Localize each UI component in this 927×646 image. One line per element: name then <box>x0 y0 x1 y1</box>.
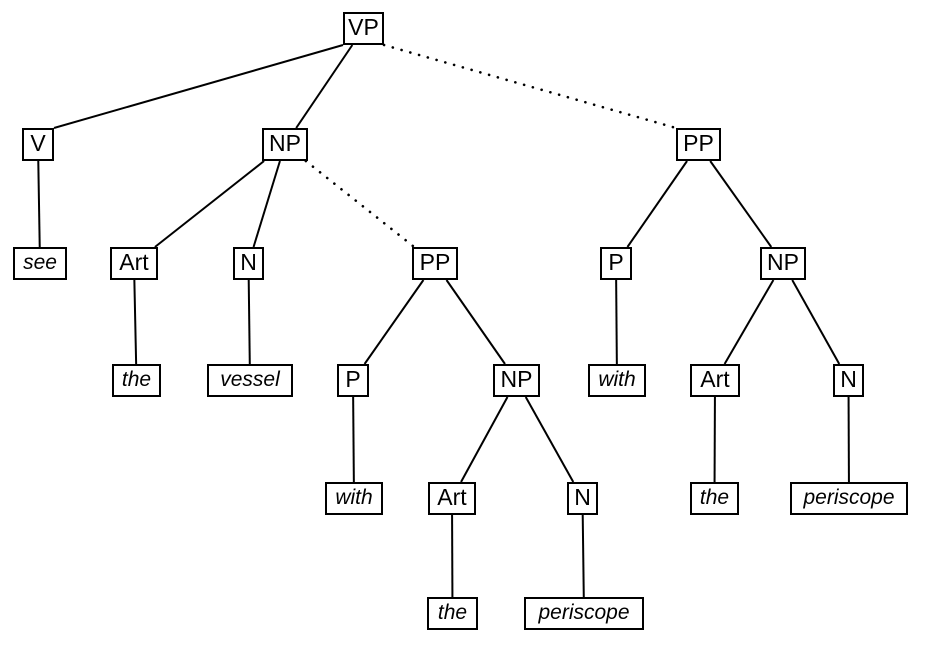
tree-edge-np-mid-n-mid <box>524 396 575 483</box>
node-label: NP <box>500 366 533 392</box>
category-node-pp_right: PP <box>676 128 721 161</box>
tree-edge-np1-art1 <box>154 160 265 248</box>
category-node-v: V <box>22 128 54 161</box>
category-node-art1: Art <box>110 247 158 280</box>
tree-edge-np-right-art <box>723 279 775 365</box>
tree-edge-p-right-with <box>615 279 618 365</box>
category-node-art_mid: Art <box>428 482 476 515</box>
node-label: with <box>598 368 636 391</box>
category-node-vp: VP <box>343 12 384 45</box>
node-label: V <box>30 130 46 156</box>
leaf-node-vessel: vessel <box>207 364 293 397</box>
node-label: VP <box>348 14 379 40</box>
category-node-n_mid: N <box>567 482 598 515</box>
category-node-art_right: Art <box>690 364 740 397</box>
leaf-node-the_r: the <box>690 482 739 515</box>
tree-edge-vp-np1 <box>295 44 354 129</box>
tree-edge-pp-mid-p-mid <box>363 279 425 365</box>
node-label: periscope <box>803 486 895 509</box>
tree-edge-vp-pp-right <box>382 43 678 130</box>
category-node-np1: NP <box>262 128 308 161</box>
category-node-p_right: P <box>600 247 632 280</box>
node-label: N <box>574 484 591 510</box>
leaf-node-with_r: with <box>588 364 646 397</box>
category-node-np_mid: NP <box>493 364 540 397</box>
tree-edge-v-see <box>37 160 41 248</box>
node-label: the <box>699 486 730 509</box>
tree-edge-n-mid-periscope <box>581 514 585 598</box>
node-label: PP <box>419 249 451 275</box>
leaf-node-with_m: with <box>325 482 383 515</box>
node-label: N <box>840 366 857 392</box>
tree-edge-np1-n1 <box>252 160 281 248</box>
node-label: Art <box>437 484 467 510</box>
tree-edge-pp-right-np-right <box>709 160 773 248</box>
leaf-node-the_m: the <box>427 597 478 630</box>
node-label: P <box>608 249 624 275</box>
node-label: see <box>23 251 57 274</box>
tree-edge-vp-v <box>53 44 344 129</box>
category-node-np_right: NP <box>760 247 806 280</box>
node-label: Art <box>119 249 149 275</box>
leaf-node-see: see <box>13 247 67 280</box>
category-node-pp_mid: PP <box>412 247 458 280</box>
tree-edge-np-right-n <box>791 279 841 365</box>
tree-edge-pp-mid-np-mid <box>445 279 506 365</box>
leaf-node-perisc_m: periscope <box>524 597 644 630</box>
category-node-n_right: N <box>833 364 864 397</box>
node-label: the <box>437 601 468 624</box>
tree-edge-art1-the1 <box>133 279 138 365</box>
node-label: with <box>335 486 373 509</box>
node-label: vessel <box>220 368 280 391</box>
tree-edge-pp-right-p-right <box>626 160 688 248</box>
node-label: PP <box>683 130 714 156</box>
node-label: Art <box>700 366 730 392</box>
category-node-p_mid: P <box>337 364 369 397</box>
node-label: P <box>345 366 361 392</box>
tree-edge-p-mid-with <box>352 396 355 483</box>
node-label: N <box>240 249 257 275</box>
tree-edge-n1-vessel <box>247 279 251 365</box>
leaf-node-the1: the <box>112 364 161 397</box>
node-label: NP <box>767 249 799 275</box>
category-node-n1: N <box>233 247 264 280</box>
tree-edge-np1-pp-mid <box>304 159 416 249</box>
tree-edge-np-mid-art-mid <box>460 396 509 483</box>
node-label: periscope <box>538 601 630 624</box>
node-label: NP <box>269 130 301 156</box>
leaf-node-perisc_r: periscope <box>790 482 908 515</box>
node-label: the <box>121 368 152 391</box>
